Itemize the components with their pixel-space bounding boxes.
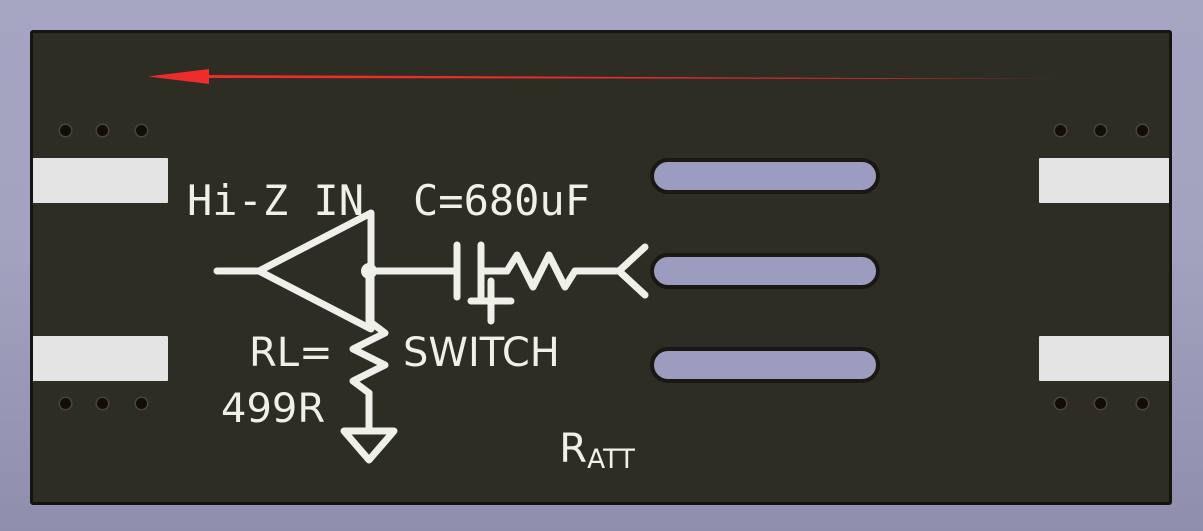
slot-upper [650,158,880,194]
switch-label: SWITCH [403,330,560,376]
drill-hole [1137,125,1148,136]
node-dot [361,263,377,279]
drill-hole [1137,398,1148,409]
capacitor-value-label: C=680uF [413,176,591,225]
pad-bottom-left [33,336,168,381]
slot-middle [650,253,880,289]
signal-flow-arrow [148,69,1073,84]
pcb-board: Hi-Z IN C=680uF RL= 499R SWITCH RATT [30,30,1172,505]
drill-hole [1095,125,1106,136]
drill-hole [1095,398,1106,409]
drill-hole [136,398,147,409]
slot-lower [650,347,880,383]
attenuator-resistor-label: RATT [483,389,635,502]
drill-hole [136,125,147,136]
drill-hole [60,125,71,136]
load-resistor-label: RL= [249,330,333,376]
pad-top-right [1039,158,1169,203]
ground-triangle [340,427,398,464]
drill-hole [97,125,108,136]
resistor-zigzag-horizontal [503,251,579,291]
ratt-subscript: ATT [587,443,635,475]
resistor-zigzag-vertical [349,317,389,397]
switch-terminal-chevron [615,243,649,299]
input-label: Hi-Z IN [187,176,365,225]
pad-top-left [33,158,168,203]
drill-hole [1055,125,1066,136]
drill-hole [1055,398,1066,409]
ratt-base: R [559,426,588,472]
drill-hole [97,398,108,409]
drill-hole [60,398,71,409]
pad-bottom-right [1039,336,1169,381]
load-resistor-value: 499R [221,386,326,432]
buffer-amplifier-triangle [255,209,375,333]
